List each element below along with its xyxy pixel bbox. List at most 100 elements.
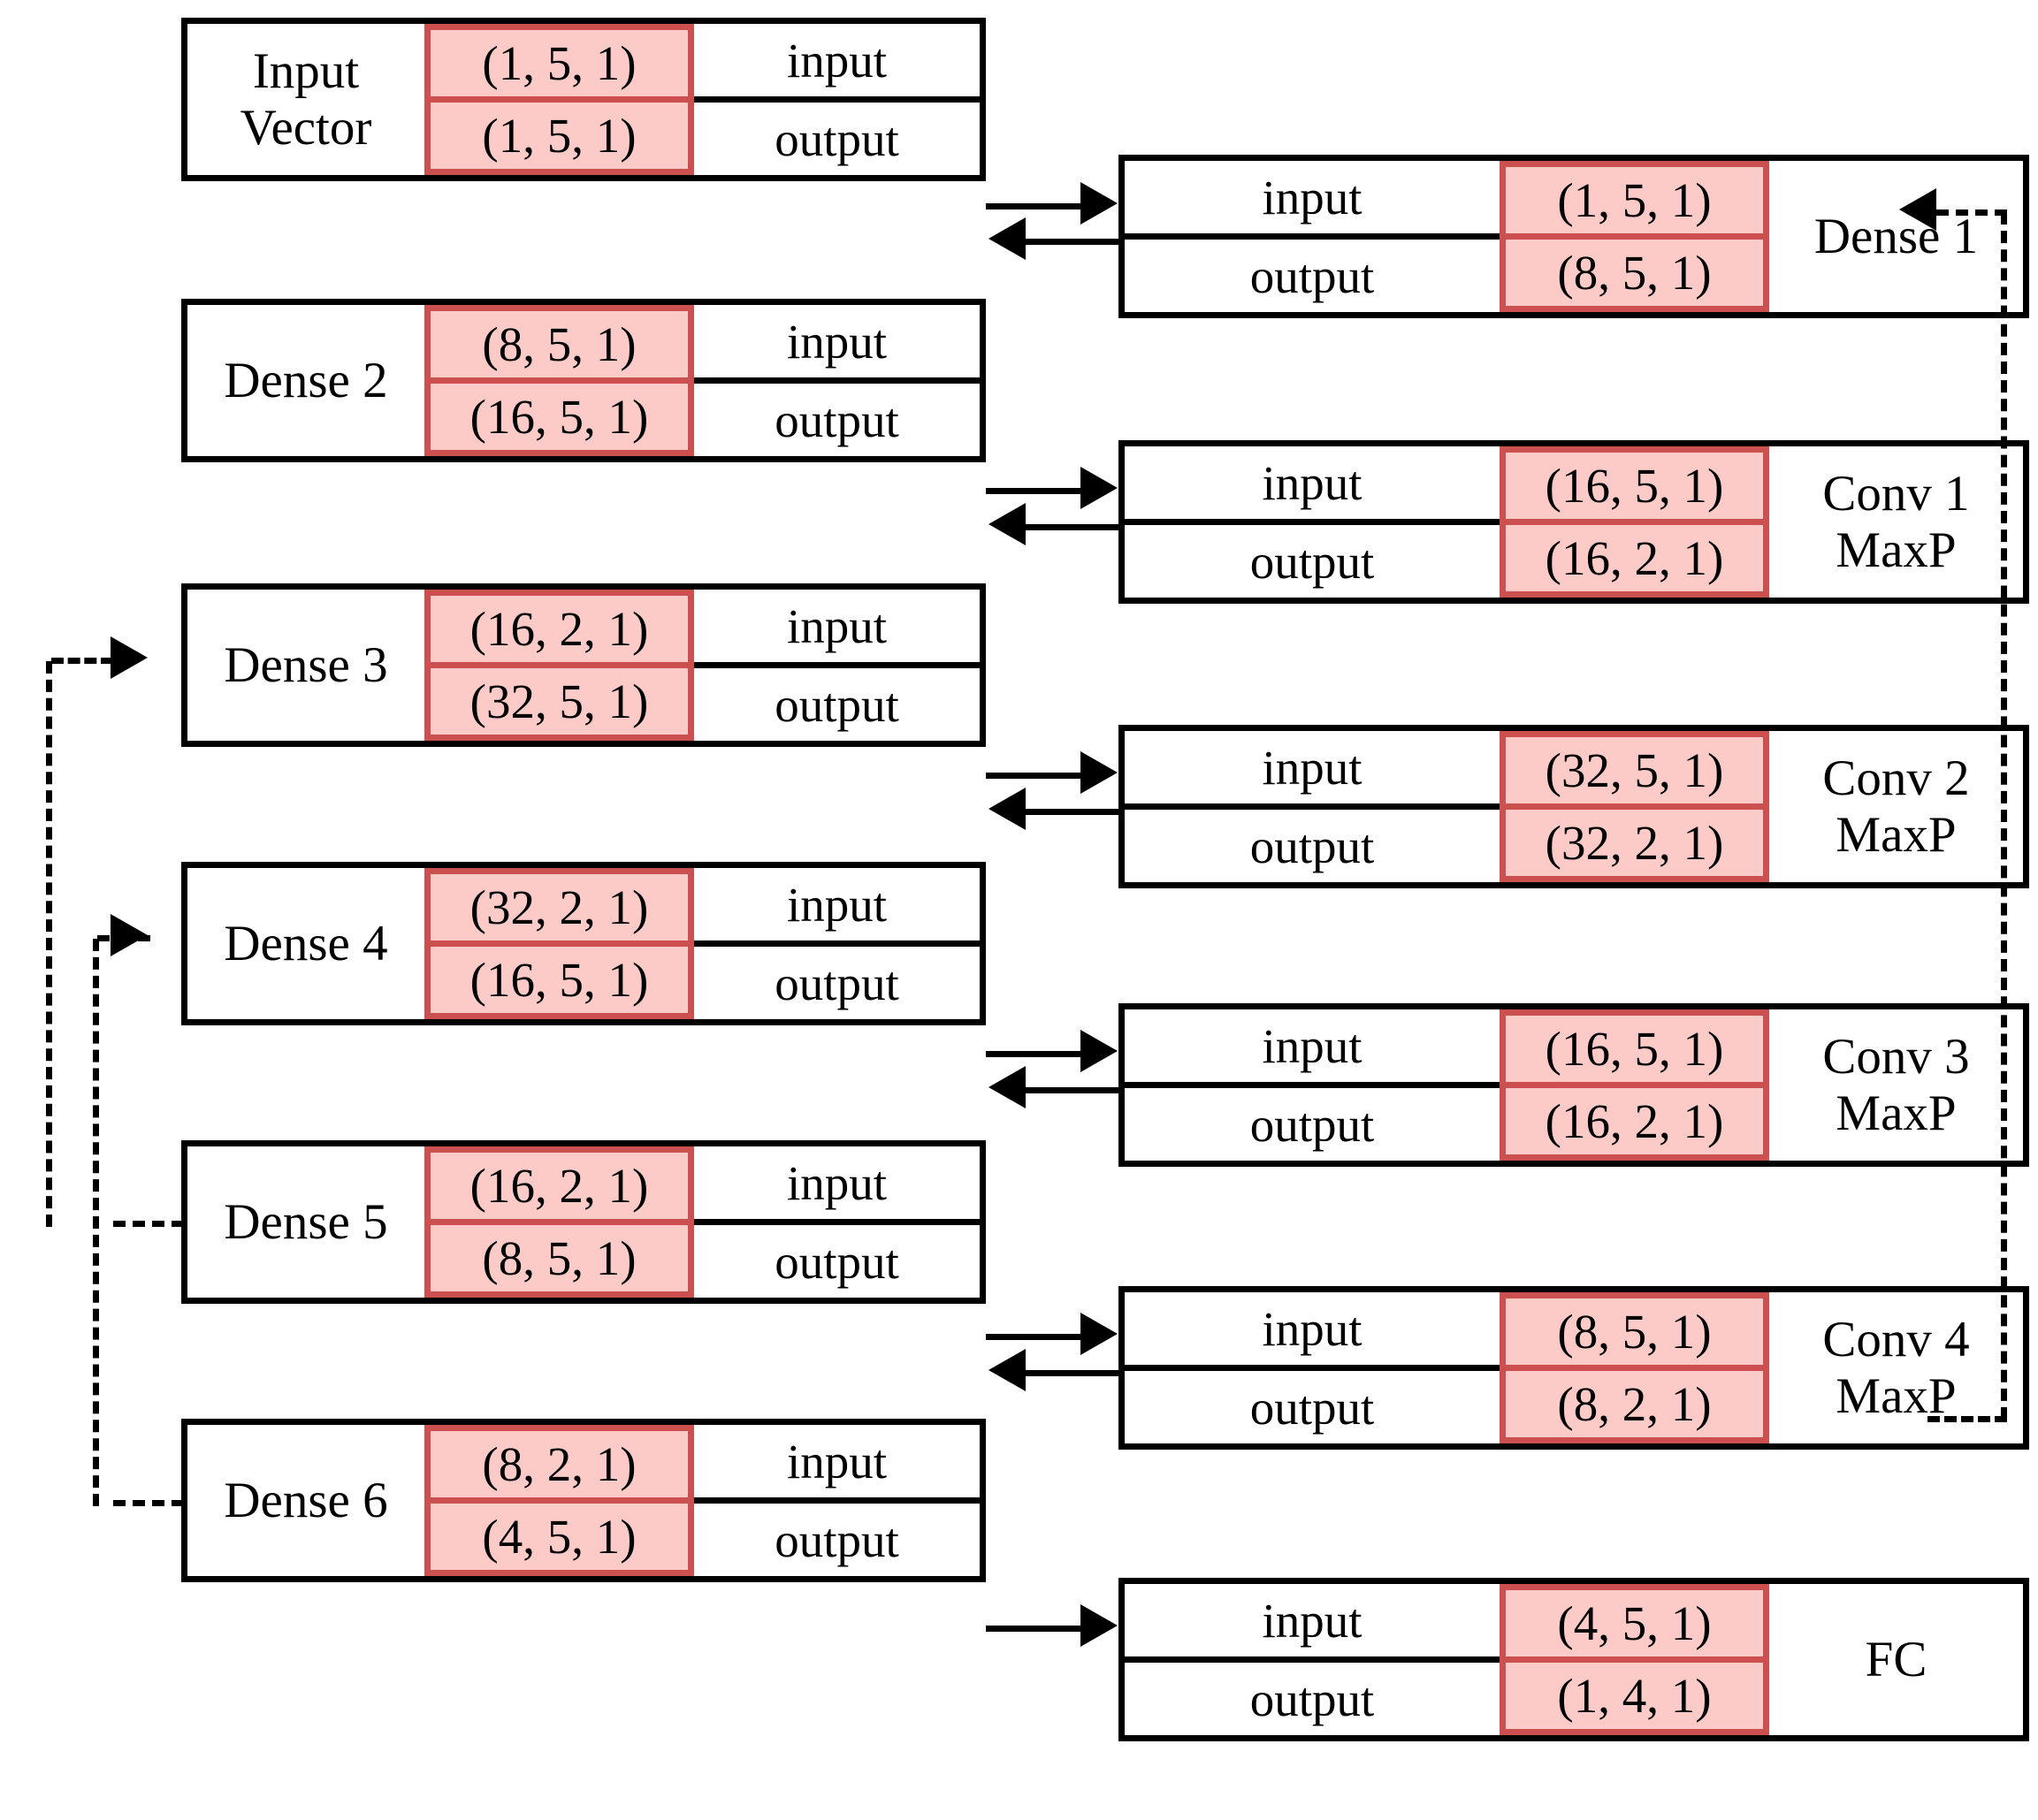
input-io-label: input bbox=[1262, 1018, 1362, 1073]
block-rows: (8, 2, 1) input (4, 5, 1) output bbox=[424, 1425, 980, 1576]
connector-dense-2-to-conv-1 bbox=[986, 488, 1083, 494]
block-name-label: Dense 4 bbox=[224, 915, 388, 971]
input-shape-value: (4, 5, 1) bbox=[1500, 1584, 1769, 1663]
block-conv-1-maxp[interactable]: input (16, 5, 1) output (16, 2, 1) Conv … bbox=[1118, 440, 2029, 604]
arrowhead-right-icon bbox=[1080, 751, 1118, 794]
skip-dense5-to-dense3-segment-vertical bbox=[46, 661, 52, 1227]
block-dense-5[interactable]: Dense 5 (16, 2, 1) input (8, 5, 1) outpu… bbox=[181, 1140, 986, 1304]
block-output-row: (16, 5, 1) output bbox=[424, 384, 980, 456]
block-conv-4-maxp[interactable]: input (8, 5, 1) output (8, 2, 1) Conv 4 … bbox=[1118, 1286, 2029, 1450]
block-output-row: output (1, 4, 1) bbox=[1125, 1663, 1769, 1735]
input-shape-value: (32, 5, 1) bbox=[1500, 731, 1769, 810]
input-shape-value: (32, 2, 1) bbox=[424, 868, 694, 947]
block-name-label: Conv 2 MaxP bbox=[1822, 750, 1970, 863]
connector-dense-4-to-conv-3 bbox=[986, 1051, 1083, 1057]
output-io-label: output bbox=[775, 677, 899, 732]
block-output-row: output (16, 2, 1) bbox=[1125, 525, 1769, 598]
block-name-label: Dense 6 bbox=[224, 1472, 388, 1528]
block-name-label: Conv 4 MaxP bbox=[1822, 1311, 1970, 1424]
block-input-row: (1, 5, 1) input bbox=[424, 24, 980, 103]
input-io-label: input bbox=[1262, 740, 1362, 795]
block-input-row: input (4, 5, 1) bbox=[1125, 1584, 1769, 1663]
block-fc[interactable]: input (4, 5, 1) output (1, 4, 1) FC bbox=[1118, 1578, 2029, 1741]
skip-conv4-to-dense1-segment-bottom bbox=[1927, 1416, 2007, 1422]
arrowhead-right-icon bbox=[111, 636, 148, 679]
block-rows: input (16, 5, 1) output (16, 2, 1) bbox=[1125, 1009, 1769, 1161]
block-output-row: output (32, 2, 1) bbox=[1125, 810, 1769, 882]
block-input-vector[interactable]: Input Vector (1, 5, 1) input (1, 5, 1) o… bbox=[181, 18, 986, 181]
output-io-label: output bbox=[1249, 1097, 1375, 1152]
connector-conv-2-to-dense-4 bbox=[1026, 809, 1118, 815]
input-shape-value: (16, 5, 1) bbox=[1500, 446, 1769, 525]
connector-conv-3-to-dense-5 bbox=[1026, 1087, 1118, 1093]
arrowhead-right-icon bbox=[1080, 182, 1118, 225]
block-rows: input (32, 5, 1) output (32, 2, 1) bbox=[1125, 731, 1769, 882]
skip-conv4-to-dense1-segment-vertical bbox=[2001, 212, 2007, 1420]
block-name-label: Dense 5 bbox=[224, 1193, 388, 1250]
input-io-label: input bbox=[1262, 1301, 1362, 1356]
skip-dense5-to-dense3-segment-bottom bbox=[113, 1221, 184, 1227]
skip-dense6-to-dense4-segment-vertical bbox=[93, 939, 99, 1506]
output-io-label: output bbox=[775, 956, 899, 1010]
block-input-row: (8, 5, 1) input bbox=[424, 305, 980, 384]
block-name-label: Dense 2 bbox=[224, 352, 388, 408]
block-conv-2-maxp[interactable]: input (32, 5, 1) output (32, 2, 1) Conv … bbox=[1118, 725, 2029, 888]
block-input-row: (16, 2, 1) input bbox=[424, 1146, 980, 1225]
output-shape-value: (1, 5, 1) bbox=[424, 103, 694, 175]
connector-dense-5-to-conv-4 bbox=[986, 1334, 1083, 1340]
input-io-label: input bbox=[786, 1155, 888, 1210]
arrowhead-left-icon bbox=[988, 503, 1026, 545]
output-shape-value: (8, 2, 1) bbox=[1500, 1371, 1769, 1443]
block-name-label: Conv 1 MaxP bbox=[1822, 465, 1970, 578]
connector-input-vector-to-dense-1 bbox=[986, 203, 1083, 209]
arrowhead-right-icon bbox=[1080, 1604, 1118, 1647]
block-name-label: Dense 3 bbox=[224, 636, 388, 693]
block-dense-3[interactable]: Dense 3 (16, 2, 1) input (32, 5, 1) outp… bbox=[181, 583, 986, 747]
output-io-label: output bbox=[1249, 1380, 1375, 1435]
arrowhead-right-icon bbox=[1080, 467, 1118, 509]
output-io-label: output bbox=[775, 392, 899, 447]
block-output-row: (1, 5, 1) output bbox=[424, 103, 980, 175]
output-shape-value: (8, 5, 1) bbox=[1500, 240, 1769, 312]
block-output-row: (32, 5, 1) output bbox=[424, 668, 980, 741]
block-name-label: Input Vector bbox=[240, 42, 372, 156]
input-shape-value: (1, 5, 1) bbox=[1500, 161, 1769, 240]
block-input-row: input (32, 5, 1) bbox=[1125, 731, 1769, 810]
skip-conv4-to-dense1-segment-top bbox=[1936, 209, 2007, 216]
output-shape-value: (16, 5, 1) bbox=[424, 947, 694, 1019]
block-dense-6[interactable]: Dense 6 (8, 2, 1) input (4, 5, 1) output bbox=[181, 1419, 986, 1582]
output-io-label: output bbox=[1249, 534, 1375, 589]
input-shape-value: (16, 5, 1) bbox=[1500, 1009, 1769, 1088]
block-input-row: input (16, 5, 1) bbox=[1125, 446, 1769, 525]
output-shape-value: (8, 5, 1) bbox=[424, 1225, 694, 1298]
block-rows: input (16, 5, 1) output (16, 2, 1) bbox=[1125, 446, 1769, 598]
block-input-row: input (8, 5, 1) bbox=[1125, 1292, 1769, 1371]
block-output-row: (16, 5, 1) output bbox=[424, 947, 980, 1019]
input-io-label: input bbox=[786, 1434, 888, 1489]
block-dense-4[interactable]: Dense 4 (32, 2, 1) input (16, 5, 1) outp… bbox=[181, 862, 986, 1025]
block-dense-2[interactable]: Dense 2 (8, 5, 1) input (16, 5, 1) outpu… bbox=[181, 299, 986, 462]
output-shape-value: (4, 5, 1) bbox=[424, 1504, 694, 1576]
arrowhead-left-icon bbox=[988, 788, 1026, 830]
block-rows: input (1, 5, 1) output (8, 5, 1) bbox=[1125, 161, 1769, 312]
arrowhead-left-icon bbox=[1899, 188, 1936, 231]
block-conv-3-maxp[interactable]: input (16, 5, 1) output (16, 2, 1) Conv … bbox=[1118, 1003, 2029, 1167]
block-output-row: output (8, 5, 1) bbox=[1125, 240, 1769, 312]
input-shape-value: (8, 5, 1) bbox=[424, 305, 694, 384]
block-rows: (1, 5, 1) input (1, 5, 1) output bbox=[424, 24, 980, 175]
block-output-row: output (8, 2, 1) bbox=[1125, 1371, 1769, 1443]
input-io-label: input bbox=[786, 33, 888, 88]
output-shape-value: (32, 2, 1) bbox=[1500, 810, 1769, 882]
block-dense-1[interactable]: input (1, 5, 1) output (8, 5, 1) Dense 1 bbox=[1118, 155, 2029, 318]
input-io-label: input bbox=[786, 314, 888, 369]
block-input-row: input (16, 5, 1) bbox=[1125, 1009, 1769, 1088]
input-io-label: input bbox=[1262, 170, 1362, 225]
arrowhead-left-icon bbox=[988, 1066, 1026, 1108]
input-shape-value: (16, 2, 1) bbox=[424, 590, 694, 668]
output-io-label: output bbox=[775, 1512, 899, 1567]
input-shape-value: (8, 2, 1) bbox=[424, 1425, 694, 1504]
input-shape-value: (1, 5, 1) bbox=[424, 24, 694, 103]
arrowhead-right-icon bbox=[111, 914, 148, 956]
skip-dense5-to-dense3-segment-top bbox=[51, 658, 113, 664]
